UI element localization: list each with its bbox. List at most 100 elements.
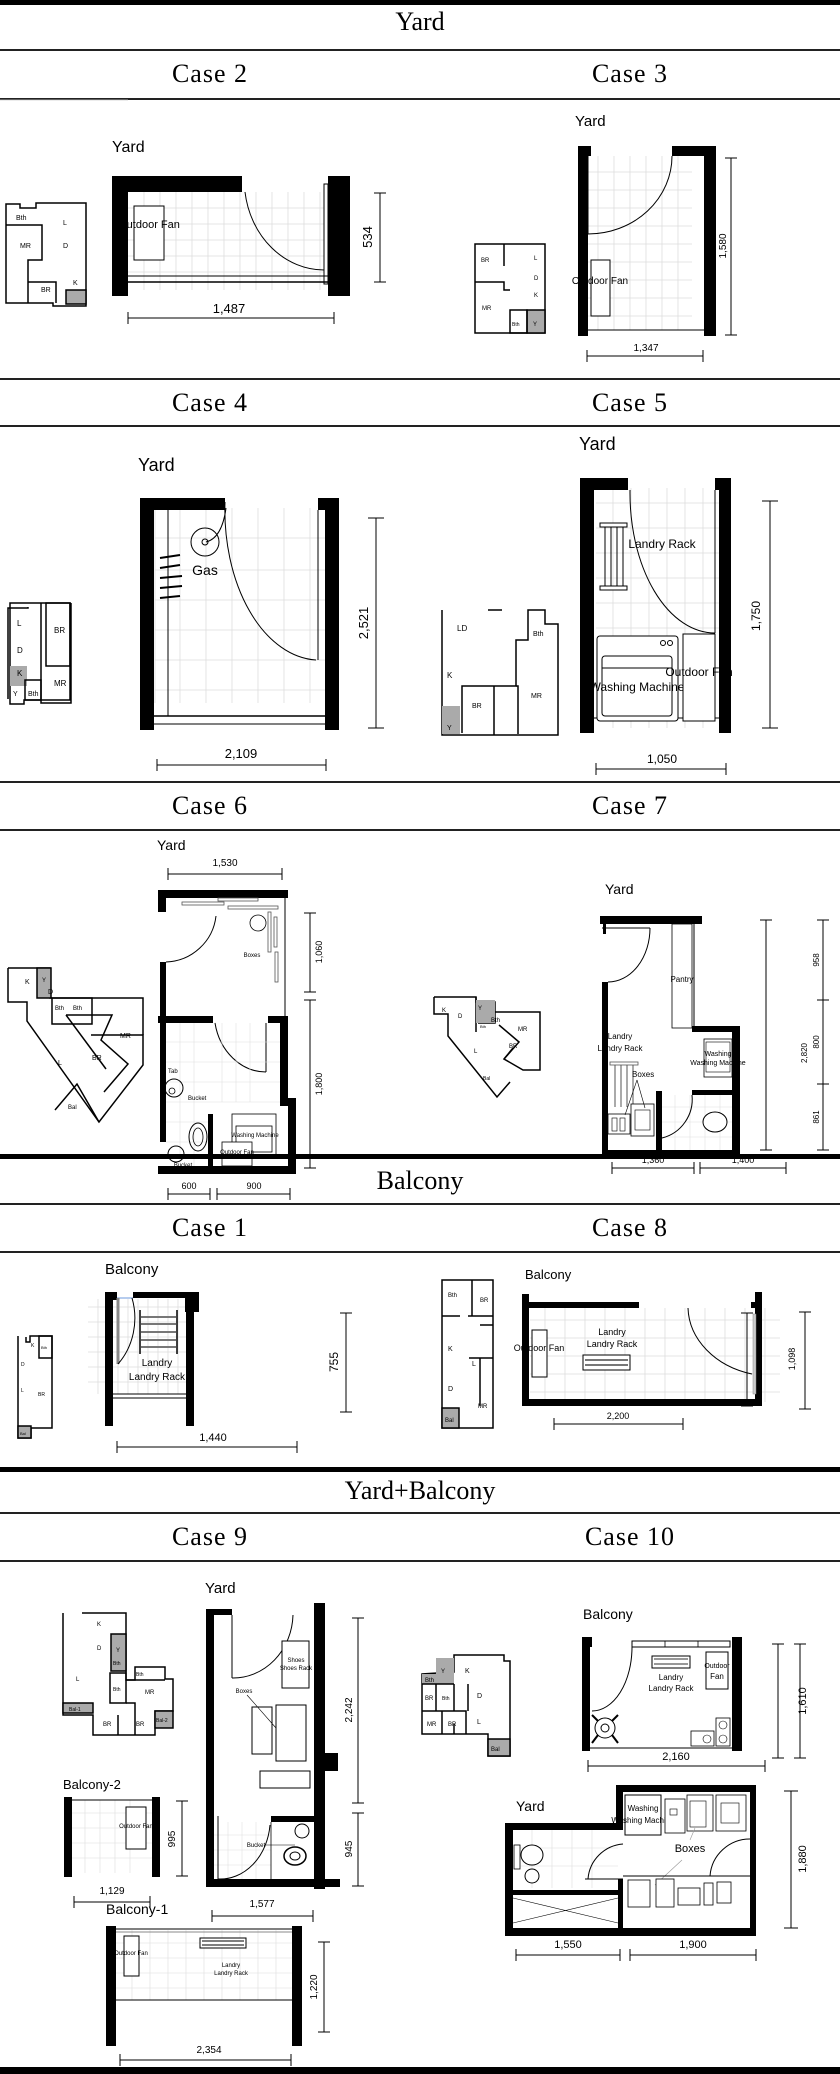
section-divider <box>0 1154 840 1159</box>
svg-text:L: L <box>58 1060 62 1067</box>
svg-text:BR: BR <box>54 626 65 635</box>
fixture-label: Boxes <box>236 1689 253 1695</box>
width-dimension: 1,440 <box>199 1432 227 1444</box>
svg-text:Landry: Landry <box>222 1963 240 1969</box>
yard-sub-plan: Yard Washing Washing Machine Boxes <box>505 1785 809 1961</box>
yard-plan: Shoes Shoes Rack Boxes Bucket 2,242 945 … <box>206 1603 364 1922</box>
svg-text:L: L <box>17 619 22 628</box>
divider <box>0 1512 840 1514</box>
depth-dimension: 755 <box>327 1352 341 1372</box>
svg-text:BR: BR <box>92 1055 102 1062</box>
svg-text:BR: BR <box>448 1722 457 1728</box>
key-plan: K D Y Bth Bth L Bth MR Bal-1 BR BR Bal-2 <box>62 1612 174 1736</box>
svg-text:Y: Y <box>533 322 537 328</box>
key-plan: K D Y Bth Bth MR BR L Bal <box>7 967 144 1124</box>
key-plan: BR L D K MR Bth Y <box>474 243 546 334</box>
case-1-plan: K Bth D L BR Bal Balcony Landry Landry R… <box>17 1261 352 1453</box>
svg-text:Fan: Fan <box>710 1672 724 1681</box>
section-title-yard-balcony: Yard+Balcony <box>344 1476 496 1505</box>
divider <box>0 425 840 427</box>
svg-text:Bal: Bal <box>20 1431 26 1436</box>
case-title-1: Case 1 <box>171 1213 249 1242</box>
depth-dimension: 995 <box>167 1830 178 1847</box>
svg-text:K: K <box>17 669 23 678</box>
svg-text:Y: Y <box>478 1006 482 1012</box>
right-width-dimension: 1,400 <box>732 1155 755 1165</box>
bottom-depth-dimension: 861 <box>812 1110 821 1124</box>
svg-text:Bth: Bth <box>16 215 27 222</box>
svg-text:MR: MR <box>54 679 67 688</box>
case-3-plan: BR L D K MR Bth Y Yard Outdoor Fan 1,347… <box>474 113 737 362</box>
svg-text:Y: Y <box>116 1648 120 1654</box>
space-label: Balcony <box>105 1261 159 1278</box>
svg-text:K: K <box>97 1622 101 1628</box>
svg-text:Bth: Bth <box>73 1006 82 1012</box>
fixture-label: Tab <box>168 1069 178 1075</box>
case-title-2: Case 2 <box>171 59 249 88</box>
svg-text:Bal: Bal <box>68 1105 77 1111</box>
space-label: Yard <box>112 139 145 156</box>
case-title-3: Case 3 <box>591 59 669 88</box>
divider <box>0 1560 840 1562</box>
svg-text:D: D <box>97 1646 102 1652</box>
width-dimension: 1,050 <box>647 752 677 766</box>
svg-text:MR: MR <box>518 1027 528 1033</box>
svg-text:D: D <box>448 1386 453 1393</box>
svg-text:D: D <box>534 276 539 282</box>
lower-depth-dimension: 1,800 <box>314 1073 324 1096</box>
lower-depth-dimension: 945 <box>344 1840 355 1857</box>
svg-text:Y: Y <box>447 725 452 732</box>
fixture-label: Pantry <box>670 975 693 984</box>
svg-text:Bal: Bal <box>491 1747 500 1753</box>
depth-dimension: 1,220 <box>309 1974 320 1999</box>
fixture-label: Landry Rack <box>628 537 696 551</box>
balcony-plan: Landry Landry Rack Outdoor Fan 2,160 1,6… <box>582 1637 809 1772</box>
yard-plan: Landry Rack Washing Machine Outdoor Fan … <box>580 478 778 775</box>
key-plan: L BR D K MR Y Bth <box>7 602 72 705</box>
balcony-2-plan: Balcony-2 Outdoor Fan 1,129 995 <box>63 1777 188 1908</box>
key-plan: LD Bth K BR MR Y <box>441 609 559 736</box>
svg-text:Bth: Bth <box>512 322 520 328</box>
svg-text:BR: BR <box>481 258 490 264</box>
svg-text:K: K <box>31 1343 35 1349</box>
svg-text:K: K <box>25 979 30 986</box>
svg-text:Bth: Bth <box>491 1018 500 1024</box>
key-plan: K Bth D L BR Bal <box>17 1335 53 1439</box>
case-title-10: Case 10 <box>584 1522 676 1551</box>
fixture-label: Washing Machine <box>690 1060 745 1067</box>
svg-text:BR: BR <box>509 1044 518 1050</box>
case-title-4: Case 4 <box>171 388 249 417</box>
fixture-label: Bucket <box>247 1843 266 1849</box>
case-4-plan: L BR D K MR Y Bth Yard Gas 2,109 <box>7 455 384 771</box>
svg-text:Bth: Bth <box>136 1672 144 1678</box>
right-width-dimension: 1,900 <box>679 1939 707 1951</box>
svg-text:Y: Y <box>13 691 18 698</box>
depth-dimension: 1,610 <box>797 1687 809 1715</box>
svg-text:Bal: Bal <box>483 1076 490 1082</box>
svg-text:D: D <box>48 989 53 996</box>
svg-text:Y: Y <box>441 1669 445 1675</box>
svg-text:BR: BR <box>136 1722 145 1728</box>
mid-depth-dimension: 800 <box>812 1035 821 1049</box>
fixture-label: Washing Machine <box>231 1133 279 1139</box>
width-dimension: 2,354 <box>196 2045 221 2056</box>
divider <box>0 1203 840 1205</box>
upper-depth-dimension: 2,242 <box>344 1697 355 1722</box>
svg-text:K: K <box>73 280 78 287</box>
svg-text:Y: Y <box>42 978 46 984</box>
svg-text:K: K <box>442 1008 446 1014</box>
yard-plan: Pantry Landry Landry Rack Boxes Washing … <box>598 916 829 1174</box>
width-dimension: 1,347 <box>633 343 658 354</box>
fixture-label: Shoes Rack <box>280 1666 313 1672</box>
space-label: Yard <box>205 1580 236 1597</box>
svg-text:K: K <box>448 1346 453 1353</box>
yard-plan: Outdoor Fan 1,347 1,580 <box>572 146 737 362</box>
divider <box>0 378 840 380</box>
divider <box>0 49 840 51</box>
svg-text:Bth: Bth <box>113 1661 121 1667</box>
svg-text:BR: BR <box>472 703 482 710</box>
left-width-dimension: 1,360 <box>642 1155 665 1165</box>
depth-dimension: 1,580 <box>718 233 729 258</box>
balcony-plan: Outdoor Fan Landry Landry Rack 2,200 <box>514 1292 780 1430</box>
svg-text:K: K <box>465 1668 470 1675</box>
